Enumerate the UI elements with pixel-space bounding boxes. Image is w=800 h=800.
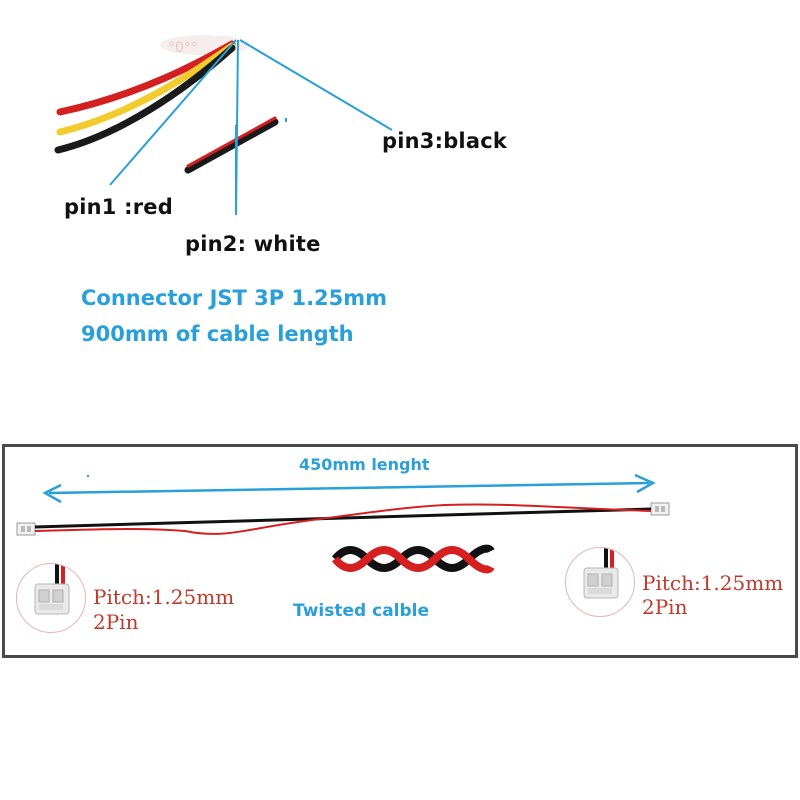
- red-wire: [34, 503, 652, 535]
- pin1-leader-line: [109, 39, 237, 186]
- pin3-leader-line: [239, 39, 393, 131]
- black-wire: [54, 44, 236, 154]
- right-pitch-label: Pitch:1.25mm: [642, 571, 784, 595]
- right-pin-count-label: 2Pin: [642, 595, 688, 619]
- left-pin-count-label: 2Pin: [93, 610, 139, 634]
- three-pin-cable-illustration: °0°°: [54, 35, 393, 216]
- length-arrow-icon: [42, 473, 656, 504]
- connector-housing-icon: [34, 564, 70, 615]
- right-2pin-plug-icon: [650, 502, 670, 516]
- left-connector-badge: [16, 563, 86, 633]
- twisted-cable-icon: [331, 544, 495, 574]
- connector-housing-icon: [583, 548, 619, 599]
- black-wire: [34, 507, 652, 529]
- cable-length-label: 450mm lenght: [299, 455, 430, 474]
- left-2pin-plug-icon: [16, 522, 36, 536]
- pin1-label: pin1 :red: [64, 195, 173, 219]
- two-pin-cable-panel: 450mm lenght Twisted calble Pitch:1.25mm…: [2, 444, 798, 658]
- yellow-wire: [56, 42, 236, 136]
- right-connector-badge: [565, 547, 635, 617]
- two-pin-cable-illustration: [16, 473, 670, 574]
- cable-length-spec-line: 900mm of cable length: [81, 322, 354, 346]
- svg-text:°0°°: °0°°: [168, 40, 198, 56]
- pin3-label: pin3:black: [382, 129, 508, 153]
- jst-3p-connector-icon: °0°°: [160, 35, 250, 56]
- connector-spec-line: Connector JST 3P 1.25mm: [81, 286, 388, 310]
- red-black-cable-segment: [184, 118, 279, 174]
- twisted-cable-label: Twisted calble: [293, 601, 430, 621]
- pin2-label: pin2: white: [185, 232, 321, 256]
- left-pitch-label: Pitch:1.25mm: [93, 585, 235, 609]
